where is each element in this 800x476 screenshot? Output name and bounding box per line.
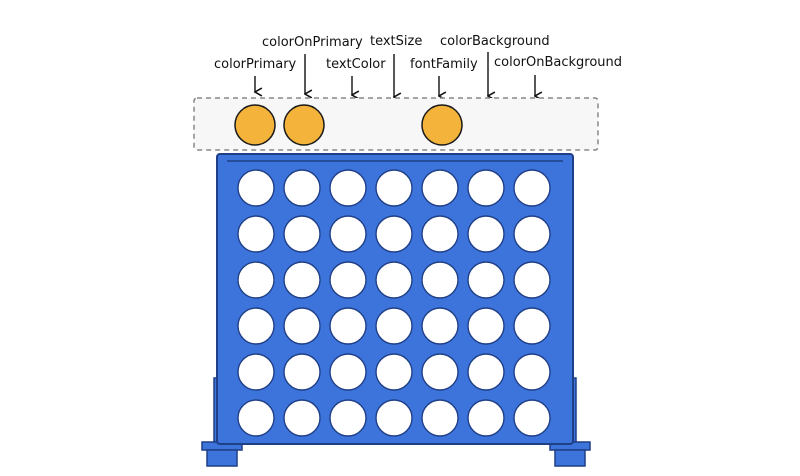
board-hole bbox=[329, 215, 367, 253]
board-hole bbox=[513, 261, 551, 299]
board-hole bbox=[329, 353, 367, 391]
label-text-size: textSize bbox=[370, 34, 422, 49]
label-color-background: colorBackground bbox=[440, 34, 550, 49]
label-text-color: textColor bbox=[326, 57, 386, 72]
board-hole bbox=[283, 399, 321, 437]
board-hole bbox=[283, 353, 321, 391]
board-hole bbox=[467, 169, 505, 207]
board-hole bbox=[237, 353, 275, 391]
label-font-family: fontFamily bbox=[410, 57, 478, 72]
board-hole bbox=[237, 399, 275, 437]
board-hole bbox=[237, 169, 275, 207]
board-hole bbox=[237, 215, 275, 253]
token-color-on-primary bbox=[283, 104, 325, 146]
label-color-primary: colorPrimary bbox=[214, 57, 297, 72]
board-hole bbox=[375, 261, 413, 299]
board-hole bbox=[283, 215, 321, 253]
label-color-on-background: colorOnBackground bbox=[494, 55, 622, 70]
board-hole bbox=[237, 307, 275, 345]
board-hole bbox=[375, 307, 413, 345]
board-hole bbox=[375, 399, 413, 437]
board-hole bbox=[329, 261, 367, 299]
board-hole bbox=[421, 215, 459, 253]
board-hole bbox=[283, 261, 321, 299]
board-hole bbox=[421, 307, 459, 345]
board-hole bbox=[283, 169, 321, 207]
board-hole bbox=[329, 169, 367, 207]
board-hole bbox=[467, 261, 505, 299]
board-hole bbox=[513, 215, 551, 253]
token-color-primary bbox=[234, 104, 276, 146]
board-hole bbox=[467, 307, 505, 345]
board-hole bbox=[329, 307, 367, 345]
board-hole bbox=[513, 399, 551, 437]
board-hole bbox=[513, 169, 551, 207]
board-hole bbox=[421, 399, 459, 437]
board-hole bbox=[513, 307, 551, 345]
board-hole bbox=[283, 307, 321, 345]
board-hole bbox=[467, 215, 505, 253]
label-color-on-primary: colorOnPrimary bbox=[262, 35, 363, 50]
board-hole bbox=[467, 399, 505, 437]
board-hole bbox=[375, 169, 413, 207]
board-holes bbox=[237, 169, 551, 437]
board-hole bbox=[329, 399, 367, 437]
board-hole bbox=[421, 261, 459, 299]
board-hole bbox=[513, 353, 551, 391]
board-hole bbox=[421, 169, 459, 207]
board-hole bbox=[375, 215, 413, 253]
board-hole bbox=[237, 261, 275, 299]
board-hole bbox=[467, 353, 505, 391]
board-hole bbox=[375, 353, 413, 391]
board-hole bbox=[421, 353, 459, 391]
token-font-family bbox=[421, 104, 463, 146]
